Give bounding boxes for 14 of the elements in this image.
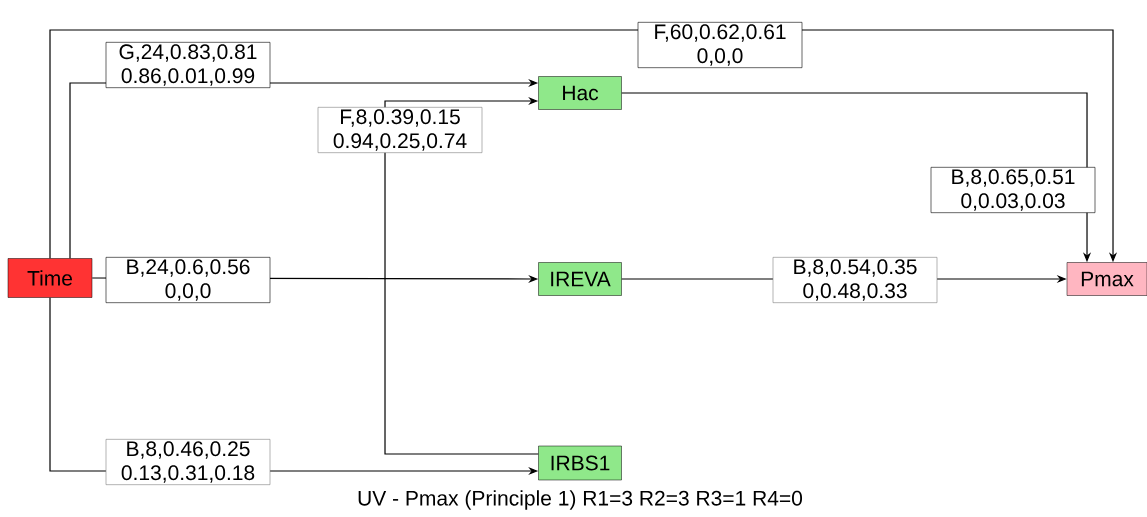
edge-label: F,60,0.62,0.61 0,0,0 (637, 22, 803, 68)
edge-label: G,24,0.83,0.81 0.86,0.01,0.99 (105, 42, 271, 88)
edge-label: B,24,0.6,0.56 0,0,0 (105, 257, 271, 303)
edge-label: F,8,0.39,0.15 0.94,0.25,0.74 (317, 107, 483, 153)
edge-label: B,8,0.65,0.51 0,0.03,0.03 (930, 167, 1096, 213)
caption: UV - Pmax (Principle 1) R1=3 R2=3 R3=1 R4=0 (358, 490, 803, 510)
edge-label: B,8,0.54,0.35 0,0.48,0.33 (772, 257, 938, 303)
process-box: IREVA (538, 262, 622, 296)
arrow (384, 96, 539, 455)
process-box: Hac (538, 76, 622, 110)
process-box: Pmax (1066, 262, 1147, 296)
process-box: IRBS1 (538, 445, 622, 481)
process-box: Time (7, 258, 93, 298)
edge-label: B,8,0.46,0.25 0.13,0.31,0.18 (105, 439, 271, 485)
